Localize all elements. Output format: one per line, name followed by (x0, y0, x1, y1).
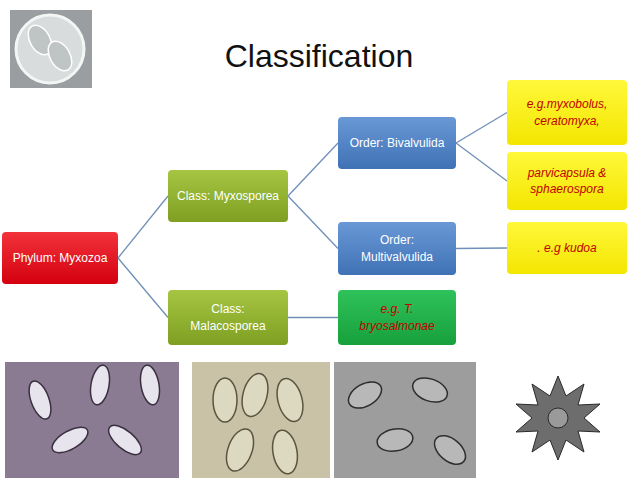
example-box: e.g.myxobolus, ceratomyxa, (507, 80, 627, 145)
slide-title: Classification (0, 38, 638, 75)
connector (456, 247, 507, 249)
phylum-box: Phylum: Myxozoa (2, 232, 118, 284)
example-box: e.g. T. bryosalmonae (338, 290, 456, 345)
example-box: . e.g kudoa (507, 222, 627, 274)
example-box: parvicapsula & sphaerospora (507, 152, 627, 210)
node-label: e.g. T. bryosalmonae (344, 301, 450, 333)
connector (456, 113, 507, 144)
connector (456, 143, 507, 181)
connector (288, 143, 338, 196)
connector (288, 317, 338, 318)
node-label: e.g.myxobolus, ceratomyxa, (513, 96, 621, 128)
sem-kudoa (490, 362, 627, 478)
class-box: Class: Malacosporea (168, 290, 288, 345)
connector (288, 196, 338, 249)
corner-photo (10, 10, 92, 88)
connector (118, 258, 168, 318)
node-label: Order: Bivalvulida (350, 135, 445, 151)
class-box: Class: Myxosporea (168, 170, 288, 222)
order-box: Order: Bivalvulida (338, 117, 456, 169)
micrograph-3 (334, 362, 476, 478)
micrograph-2 (192, 362, 330, 478)
connector (118, 196, 168, 258)
node-label: . e.g kudoa (537, 240, 596, 256)
node-label: Phylum: Myxozoa (13, 250, 108, 266)
node-label: Class: Malacosporea (174, 301, 282, 333)
node-label: Order: Multivalvulida (344, 232, 450, 264)
node-label: Class: Myxosporea (177, 188, 279, 204)
node-label: parvicapsula & sphaerospora (513, 165, 621, 197)
order-box: Order: Multivalvulida (338, 222, 456, 275)
micrograph-1 (5, 362, 179, 478)
